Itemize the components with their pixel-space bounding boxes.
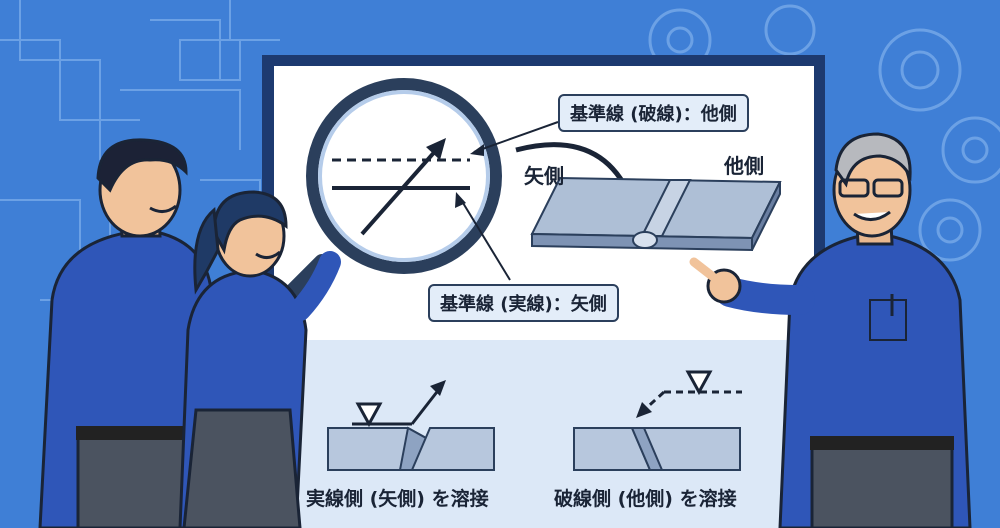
- person-middle-woman: [178, 190, 341, 528]
- leader-lines: [455, 121, 559, 281]
- weld-diagram-other-side: [573, 370, 742, 471]
- gear-icon: [648, 4, 1000, 262]
- glasses-icon: [838, 178, 870, 198]
- person-right-older-man: [689, 132, 972, 528]
- caption-arrow-side-weld: 実線側 (矢側) を溶接: [306, 488, 489, 510]
- shirt-pocket: [869, 299, 907, 341]
- caption-other-side-weld: 破線側 (他側) を溶接: [554, 488, 737, 510]
- label-other-side: 他側: [724, 154, 764, 178]
- fillet-weld-symbol-icon: [685, 370, 713, 396]
- arrow-line: [360, 146, 440, 236]
- weld-diagram-arrow-side: [327, 380, 495, 471]
- welded-plate-3d: [530, 176, 782, 252]
- label-reference-solid: 基準線 (実線)：矢側: [428, 284, 619, 322]
- fillet-weld-symbol-icon: [355, 402, 383, 428]
- person-left-man: [38, 138, 224, 528]
- label-arrow-side: 矢側: [524, 164, 564, 188]
- magnifier: [270, 78, 502, 314]
- label-reference-dashed: 基準線 (破線)：他側: [558, 94, 749, 132]
- arrowhead-icon: [426, 138, 446, 160]
